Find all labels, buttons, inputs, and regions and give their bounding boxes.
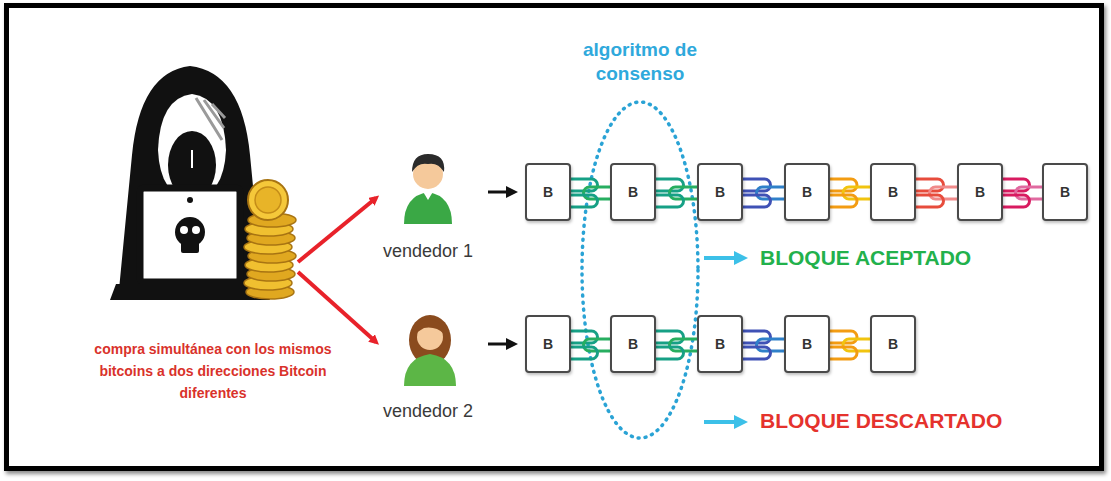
- block-letter: B: [715, 184, 725, 200]
- seller-man-icon: [404, 154, 452, 224]
- chain-link: [824, 179, 876, 207]
- chain-link: [824, 331, 876, 359]
- cyan-arrow: [704, 256, 742, 260]
- block-box: B: [870, 163, 916, 221]
- block-box: B: [525, 315, 571, 373]
- seller-label: vendedor 1: [360, 240, 496, 262]
- block-box: B: [610, 315, 656, 373]
- block-box: B: [784, 315, 830, 373]
- block-letter: B: [1060, 184, 1070, 200]
- seller-label: vendedor 2: [360, 400, 496, 422]
- block-box: B: [697, 163, 743, 221]
- block-box: B: [610, 163, 656, 221]
- coin-stack: [244, 180, 296, 299]
- status-label: BLOQUE ACEPTADO: [760, 246, 1060, 270]
- chain-link: [737, 331, 790, 359]
- chain-link: [565, 179, 616, 207]
- block-letter: B: [543, 336, 553, 352]
- chain-link: [650, 331, 703, 359]
- chain-link: [650, 179, 703, 207]
- block-box: B: [525, 163, 571, 221]
- block-box: B: [784, 163, 830, 221]
- block-box: B: [697, 315, 743, 373]
- block-letter: B: [802, 336, 812, 352]
- black-arrow: [488, 343, 513, 346]
- seller-woman-icon: [404, 315, 456, 386]
- block-letter: B: [543, 184, 553, 200]
- block-letter: B: [888, 336, 898, 352]
- status-label: BLOQUE DESCARTADO: [760, 409, 1080, 433]
- block-box: B: [870, 315, 916, 373]
- chain-link: [910, 179, 963, 207]
- block-letter: B: [628, 184, 638, 200]
- block-letter: B: [802, 184, 812, 200]
- attack-note: compra simultánea con los mismos bitcoin…: [93, 338, 333, 404]
- black-arrow: [488, 191, 513, 194]
- chain-link: [737, 179, 790, 207]
- block-box: B: [1042, 163, 1088, 221]
- block-letter: B: [975, 184, 985, 200]
- consensus-ellipse: [582, 102, 698, 438]
- consensus-label: algoritmo de consenso: [555, 38, 725, 86]
- block-letter: B: [715, 336, 725, 352]
- block-box: B: [957, 163, 1003, 221]
- block-letter: B: [628, 336, 638, 352]
- cyan-arrow: [704, 420, 742, 424]
- red-arrow: [298, 198, 376, 262]
- chain-link: [565, 331, 616, 359]
- chain-link: [997, 179, 1048, 207]
- red-arrow: [298, 272, 376, 342]
- block-letter: B: [888, 184, 898, 200]
